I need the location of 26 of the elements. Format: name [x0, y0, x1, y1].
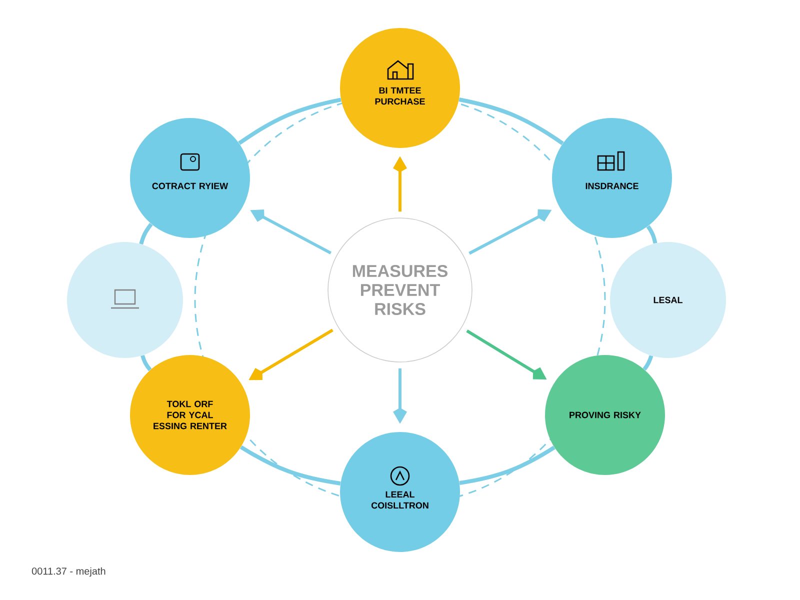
- ring-line: [139, 222, 153, 245]
- ring-line: [642, 355, 654, 371]
- ring-line: [458, 98, 564, 146]
- footer-text: 0011.37 - mejath: [32, 567, 106, 577]
- step-circle: [545, 355, 665, 475]
- step-circle: [130, 355, 250, 475]
- ring-line: [459, 446, 556, 485]
- node-text: LEEAL COISLLTRON: [371, 491, 428, 509]
- node-text: BI TMTEE PURCHASE: [375, 87, 425, 105]
- node-text: MEASURES PREVENT RISKS: [352, 264, 448, 316]
- node-text: INSDRANCE: [586, 182, 638, 190]
- step-circle: [67, 242, 183, 358]
- node-text: COTRACT RYIEW: [152, 182, 228, 190]
- step-circle: [610, 242, 726, 358]
- ring-line: [238, 98, 342, 145]
- step-circle: [340, 28, 460, 148]
- step-circle: [552, 118, 672, 238]
- ring-line: [240, 445, 341, 486]
- ring-line: [140, 354, 152, 372]
- step-circle: [130, 118, 250, 238]
- center-circle: [328, 218, 472, 362]
- node-text: PROVING RISKY: [570, 412, 641, 418]
- step-circle: [340, 432, 460, 552]
- node-text: TOKL ORF FOR YCAL ESSING RENTER: [154, 400, 227, 430]
- node-text: LESAL: [654, 296, 682, 304]
- ring-line: [646, 225, 658, 244]
